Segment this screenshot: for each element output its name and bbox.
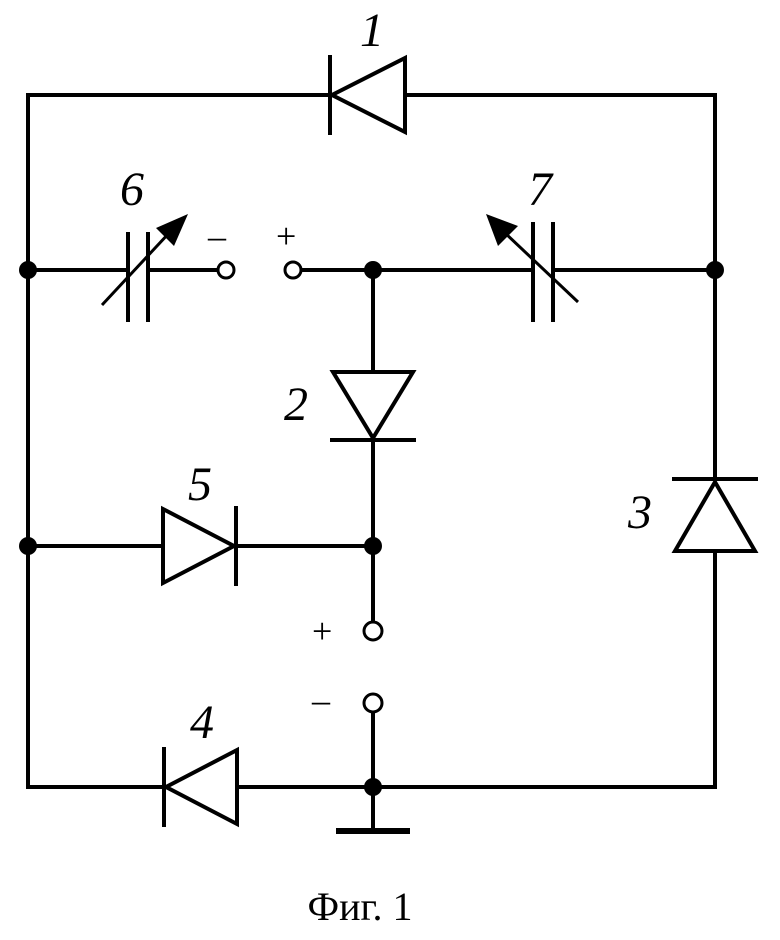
diode-1 (330, 55, 405, 135)
label-diode-5: 5 (188, 458, 212, 511)
node-right-upper (706, 261, 724, 279)
node-center-middle (364, 537, 382, 555)
diode-5 (163, 506, 236, 586)
terminal-top-minus (218, 262, 234, 278)
node-center-upper (364, 261, 382, 279)
label-diode-3: 3 (627, 486, 652, 539)
sign-bottom-minus: – (311, 680, 331, 720)
terminal-bottom-minus (364, 694, 382, 712)
diode-2 (330, 372, 416, 440)
sign-top-plus: + (276, 216, 296, 256)
label-varcap-6: 6 (120, 163, 144, 216)
figure-caption: Фиг. 1 (308, 884, 413, 929)
label-varcap-7: 7 (528, 163, 554, 216)
node-ground (364, 778, 382, 796)
node-left-upper (19, 261, 37, 279)
node-left-middle (19, 537, 37, 555)
sign-top-minus: – (207, 216, 227, 256)
sign-bottom-plus: + (312, 611, 332, 651)
terminal-top-plus (285, 262, 301, 278)
label-diode-2: 2 (284, 378, 308, 431)
label-diode-1: 1 (360, 4, 384, 57)
terminal-bottom-plus (364, 622, 382, 640)
label-diode-4: 4 (190, 696, 214, 749)
diode-4 (164, 747, 237, 827)
diode-3 (672, 479, 758, 551)
